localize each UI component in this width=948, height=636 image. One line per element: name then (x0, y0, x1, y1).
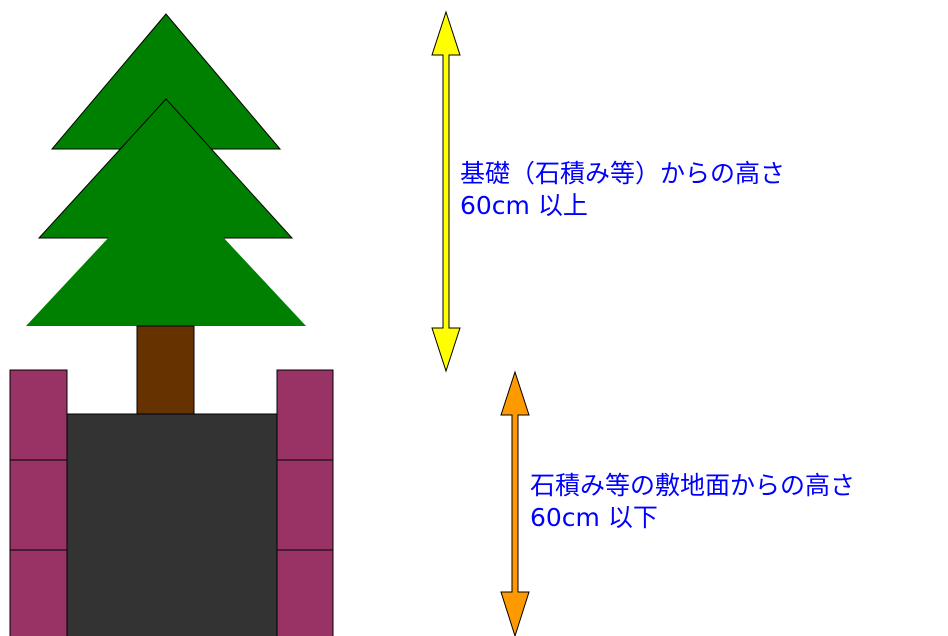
stone-block (276, 369, 334, 461)
tree-trunk (136, 325, 195, 415)
stone-block (276, 459, 334, 551)
upper-height-arrow (431, 10, 461, 373)
tree-foliage (26, 13, 306, 326)
stone-block (9, 549, 68, 636)
lower-height-label-line1: 石積み等の敷地面からの高さ (530, 471, 856, 500)
stone-block (276, 549, 334, 636)
lower-height-arrow (500, 370, 530, 636)
right-stone-wall (276, 369, 334, 636)
upper-height-label: 基礎（石積み等）からの高さ 60cm 以上 (460, 158, 785, 222)
lower-height-label: 石積み等の敷地面からの高さ 60cm 以下 (530, 470, 855, 534)
stone-block (9, 369, 68, 461)
stone-block (9, 459, 68, 551)
foliage-bottom-tier (26, 176, 306, 326)
soil-bed (65, 413, 279, 636)
upper-height-label-line2: 60cm 以上 (460, 191, 588, 220)
left-stone-wall (9, 369, 68, 636)
lower-height-label-line2: 60cm 以下 (530, 503, 658, 532)
upper-height-label-line1: 基礎（石積み等）からの高さ (460, 159, 786, 188)
